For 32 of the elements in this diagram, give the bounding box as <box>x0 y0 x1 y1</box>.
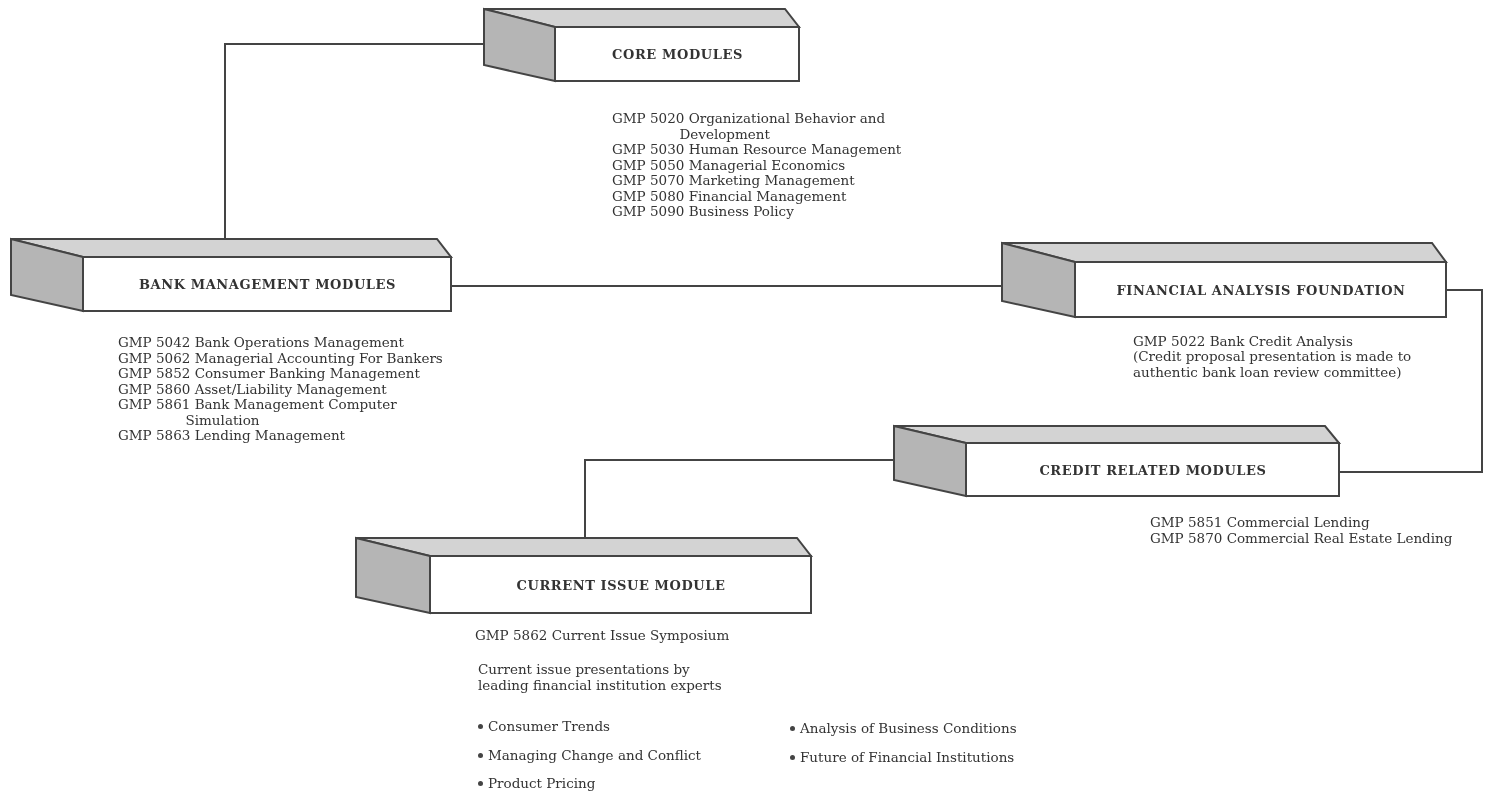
topic-item: Future of Financial Institutions <box>800 750 1015 766</box>
module-title: CURRENT ISSUE MODULE <box>516 577 726 593</box>
connector-line <box>1339 289 1483 473</box>
course-entry: GMP 5070 Marketing Management <box>612 173 856 189</box>
course-entry: GMP 5870 Commercial Real Estate Lending <box>1150 530 1454 546</box>
course-entry: GMP 5022 Bank Credit Analysis <box>1133 334 1354 350</box>
course-entry: GMP 5852 Consumer Banking Management <box>118 366 421 382</box>
module-title: CREDIT RELATED MODULES <box>1039 462 1267 478</box>
module-title: CORE MODULES <box>612 47 743 62</box>
course-entry: GMP 5030 Human Resource Management <box>612 142 903 158</box>
course-entry: GMP 5062 Managerial Accounting For Bankers <box>118 350 444 366</box>
course-entry: GMP 5861 Bank Management Computer Simulation <box>118 397 398 428</box>
connector-line <box>451 285 1002 287</box>
course-entry: GMP 5050 Managerial Economics <box>612 157 846 173</box>
module-title: FINANCIAL ANALYSIS FOUNDATION <box>1116 282 1406 298</box>
course-entry: GMP 5862 Current Issue Symposium <box>475 628 731 644</box>
topic-item: Consumer Trends <box>488 719 611 735</box>
course-entry: GMP 5860 Asset/Liability Management <box>118 381 387 397</box>
module-title: BANK MANAGEMENT MODULES <box>138 277 397 292</box>
connector-line <box>584 459 894 538</box>
note-text: Current issue presentations by leading financial institution experts <box>478 662 723 693</box>
connector-line <box>224 43 484 239</box>
course-entry: GMP 5020 Organizational Behavior and Development <box>612 111 887 142</box>
course-entry: GMP 5090 Business Policy <box>612 204 794 220</box>
course-entry: GMP 5042 Bank Operations Management <box>118 335 405 351</box>
course-entry: GMP 5851 Commercial Lending <box>1150 515 1371 531</box>
topic-item: Analysis of Business Conditions <box>800 721 1017 737</box>
course-entry: GMP 5863 Lending Management <box>118 428 347 444</box>
course-entry: GMP 5080 Financial Management <box>612 188 847 204</box>
topic-item: Managing Change and Conflict <box>488 748 702 764</box>
note-text: (Credit proposal presentation is made to authentic bank loan review committee) <box>1133 349 1413 380</box>
topic-item: Product Pricing <box>488 776 596 792</box>
